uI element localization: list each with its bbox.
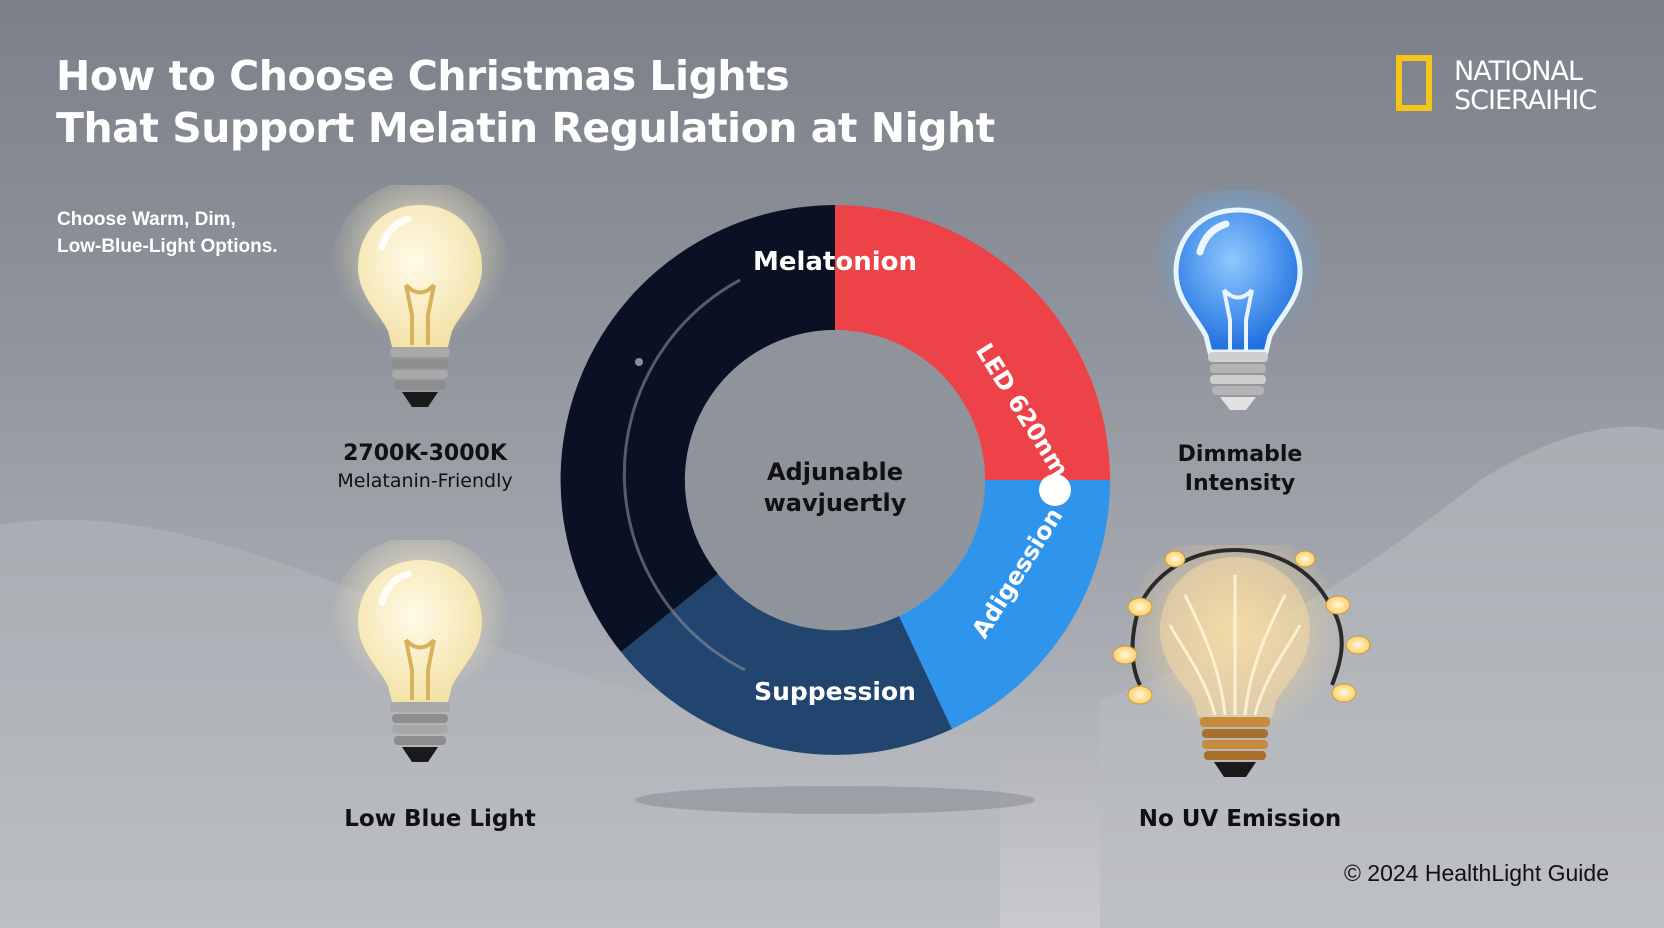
low-blue-bulb-icon (330, 540, 510, 762)
dimmable-label-line-1: Dimmable (1177, 442, 1303, 467)
subtitle: Choose Warm, Dim, Low-Blue-Light Options… (57, 206, 278, 260)
string-lights-bulb-icon (1112, 545, 1371, 777)
subtitle-line-2: Low-Blue-Light Options. (57, 236, 278, 257)
title-line-2: That Support Melatin Regulation at Night (56, 104, 995, 152)
warm-bulb-icon (330, 185, 510, 407)
no-uv-label-text: No UV Emission (1138, 806, 1342, 832)
logo-text: NATIONAL SCIERAIHIC (1454, 56, 1597, 116)
page-title: How to Choose Christmas Lights That Supp… (56, 50, 995, 154)
subtitle-line-1: Choose Warm, Dim, (57, 209, 236, 230)
copyright: © 2024 HealthLight Guide (1343, 860, 1609, 886)
ring-segment-adigession (899, 480, 1110, 729)
ring-segment-led (835, 205, 1110, 480)
logo-frame-icon (1396, 55, 1432, 111)
dimmable-label: Dimmable Intensity (1130, 440, 1350, 498)
title-line-1: How to Choose Christmas Lights (56, 52, 790, 100)
ring-label-melatonion: Melatonion (753, 247, 917, 277)
no-uv-label: No UV Emission (1120, 804, 1360, 834)
warm-label: 2700K-3000K Melatanin-Friendly (320, 440, 530, 494)
low-blue-label: Low Blue Light (320, 804, 560, 834)
logo: NATIONAL SCIERAIHIC (1396, 55, 1616, 125)
dimmable-bulb-icon (1148, 190, 1328, 410)
warm-label-temp: 2700K-3000K (343, 441, 507, 466)
ring-center-line-1: Adjunable (767, 458, 903, 486)
ring-center-line-2: wavjuertly (764, 489, 907, 517)
ring-label-suppession: Suppession (754, 677, 916, 706)
low-blue-label-text: Low Blue Light (344, 806, 536, 832)
dimmable-label-line-2: Intensity (1184, 471, 1296, 496)
ring-segment-suppession (621, 574, 952, 755)
logo-line-2: SCIERAIHIC (1454, 85, 1597, 116)
logo-line-1: NATIONAL (1454, 56, 1583, 87)
melatonin-ring-diagram: Melatonion LED 620nm Adigession Suppessi… (560, 205, 1110, 755)
warm-label-desc: Melatanin-Friendly (337, 470, 513, 492)
ring-segment-melatonion (560, 205, 835, 652)
